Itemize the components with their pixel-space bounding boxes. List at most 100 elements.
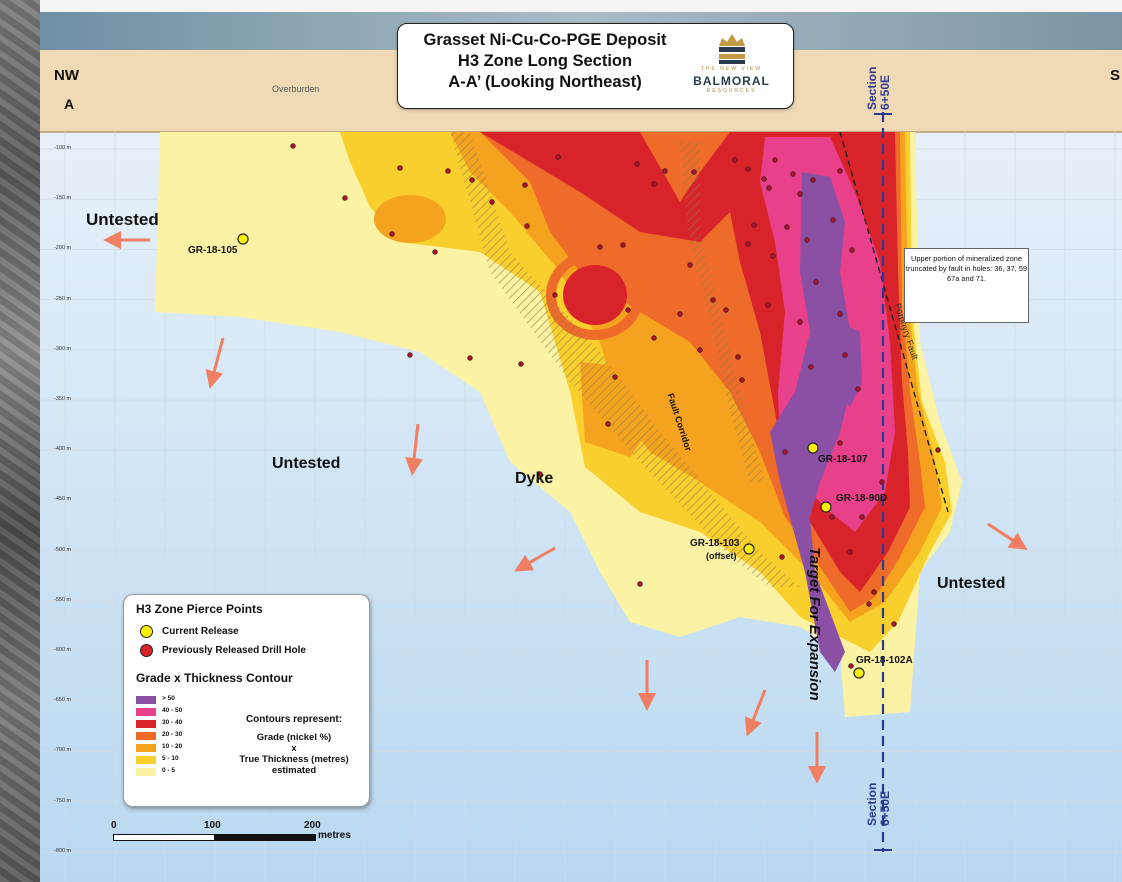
previous-hole-marker	[522, 182, 528, 188]
legend-contours-represent: Contours represent:	[245, 714, 343, 725]
contour-gt-50-east	[840, 322, 862, 407]
legend-swatch-label: > 50	[162, 695, 175, 702]
logo-tagline: THE NEW VIEW	[700, 66, 763, 72]
previous-hole-marker	[469, 177, 475, 183]
title-line-3: A-A’ (Looking Northeast)	[448, 73, 642, 91]
previous-hole-marker	[849, 247, 855, 253]
depth-label: -600 m	[54, 647, 72, 653]
previous-hole-marker	[770, 253, 776, 259]
hole-label-offset: (offset)	[706, 551, 737, 561]
previous-hole-marker	[290, 143, 296, 149]
scale-unit: metres	[318, 830, 351, 841]
previous-hole-marker	[837, 311, 843, 317]
previous-hole-marker	[782, 449, 788, 455]
previous-hole-marker	[389, 231, 395, 237]
previous-hole-marker	[830, 217, 836, 223]
previous-hole-marker	[467, 355, 473, 361]
previous-hole-marker	[842, 352, 848, 358]
previous-hole-marker	[848, 663, 854, 669]
title-line-2: H3 Zone Long Section	[457, 52, 633, 70]
label-a: A	[64, 96, 75, 112]
label-overburden: Overburden	[272, 84, 320, 94]
depth-label: -250 m	[54, 295, 72, 302]
previous-hole-marker	[723, 307, 729, 313]
previous-hole-marker	[829, 514, 835, 520]
legend-swatch	[136, 708, 156, 716]
previous-hole-marker	[804, 237, 810, 243]
hole-label-gr-18-107: GR-18-107	[818, 454, 868, 465]
depth-label: -500 m	[54, 546, 72, 553]
depth-label: -150 m	[54, 195, 72, 202]
hole-gr-18-107	[807, 442, 819, 454]
previous-hole-marker	[651, 181, 657, 187]
previous-hole-marker	[871, 589, 877, 595]
label-untested-west: Untested	[272, 455, 341, 472]
previous-hole-marker	[407, 352, 413, 358]
hole-gr-18-105	[237, 233, 249, 245]
hole-gr-18-103	[743, 543, 755, 555]
legend-swatch-label: 0 - 5	[162, 767, 176, 774]
legend-estimated: estimated	[271, 765, 317, 776]
depth-label: -400 m	[54, 446, 72, 453]
previous-drill-holes	[290, 143, 941, 669]
previous-hole-marker	[772, 157, 778, 163]
previous-hole-marker	[691, 169, 697, 175]
scale-200: 200	[304, 820, 321, 831]
scale-zero: 0	[111, 820, 117, 831]
previous-hole-marker	[489, 199, 495, 205]
depth-label: -700 m	[54, 747, 72, 754]
previous-hole-marker	[625, 307, 631, 313]
previous-hole-marker	[866, 601, 872, 607]
depth-label: -750 m	[54, 797, 72, 804]
previous-hole-marker	[797, 319, 803, 325]
previous-hole-marker	[766, 185, 772, 191]
previous-hole-marker	[710, 297, 716, 303]
previous-hole-marker	[597, 244, 603, 250]
label-target-for-expansion: Target For Expansion	[806, 547, 823, 701]
pod-west-rim	[546, 250, 644, 340]
previous-hole-marker	[745, 241, 751, 247]
previous-hole-marker	[790, 171, 796, 177]
previous-hole-marker	[524, 223, 530, 229]
previous-hole-marker	[761, 176, 767, 182]
previous-hole-icon	[140, 644, 153, 657]
title-line-1: Grasset Ni-Cu-Co-PGE Deposit	[423, 31, 667, 49]
legend-grade: Grade (nickel %)	[256, 732, 332, 743]
legend-swatch	[136, 768, 156, 776]
balmoral-logo: THE NEW VIEW BALMORAL RESOURCES	[684, 32, 779, 94]
previous-hole-marker	[605, 421, 611, 427]
logo-sub: RESOURCES	[706, 88, 757, 94]
legend-swatch	[136, 696, 156, 704]
fault-note: Upper portion of mineralized zone trunca…	[904, 248, 1029, 323]
legend-swatch	[136, 732, 156, 740]
depth-label: -800 m	[54, 847, 72, 854]
previous-hole-marker	[612, 374, 618, 380]
previous-hole-marker	[637, 581, 643, 587]
previous-hole-marker	[677, 311, 683, 317]
legend-swatch-label: 30 - 40	[162, 719, 183, 726]
fault-corridor-hatch	[450, 132, 800, 587]
legend-swatch-label: 5 - 10	[162, 755, 179, 762]
current-release-icon	[140, 625, 153, 638]
long-section-map: -100 m-150 m-200 m-250 m-300 m-350 m-400…	[40, 12, 1122, 882]
label-se: S	[1110, 67, 1121, 84]
previous-hole-marker	[935, 447, 941, 453]
hole-gr-18-90d	[820, 501, 832, 513]
legend-contour-title: Grade x Thickness Contour	[136, 671, 293, 685]
label-untested-nw: Untested	[86, 210, 159, 229]
depth-label: -200 m	[54, 245, 72, 252]
previous-hole-marker	[810, 177, 816, 183]
hole-label-gr-18-105: GR-18-105	[188, 245, 238, 256]
previous-hole-marker	[697, 347, 703, 353]
untested-arrows	[103, 231, 1028, 784]
legend-swatch	[136, 744, 156, 752]
previous-hole-marker	[342, 195, 348, 201]
previous-hole-marker	[732, 157, 738, 163]
legend-x: x	[291, 743, 297, 754]
section-drawing	[40, 12, 1122, 882]
previous-hole-marker	[808, 364, 814, 370]
previous-hole-marker	[552, 292, 558, 298]
hole-label-gr-18-102a: GR-18-102A	[856, 655, 913, 666]
